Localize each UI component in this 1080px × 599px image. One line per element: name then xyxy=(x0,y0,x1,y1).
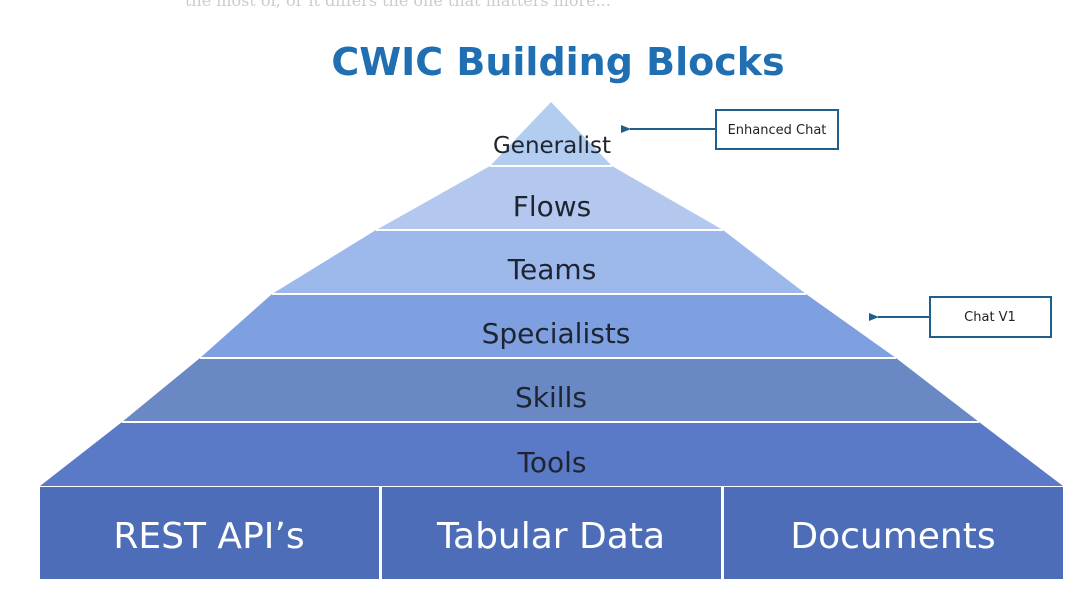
header-fragment: the most of, or it differs the one that … xyxy=(185,0,611,10)
foundation-label-documents: Documents xyxy=(790,516,995,557)
callout-box-chat-v1 xyxy=(929,296,1052,338)
layer-separators xyxy=(122,165,979,423)
callout-enhanced-chat: Enhanced Chat xyxy=(621,109,839,150)
layer-label-flows: Flows xyxy=(513,190,592,223)
layer-label-skills: Skills xyxy=(515,381,587,414)
layer-tools xyxy=(40,422,1063,486)
layer-label-generalist: Generalist xyxy=(493,133,611,159)
foundation-block-tabular-data xyxy=(382,487,721,579)
layer-flows xyxy=(376,166,723,230)
layer-skills xyxy=(122,358,979,422)
pyramid: Generalist Flows Teams Specialists Skill… xyxy=(40,102,1063,486)
callout-chat-v1: Chat V1 xyxy=(869,296,1052,338)
foundation-label-tabular-data: Tabular Data xyxy=(436,516,665,557)
layer-specialists xyxy=(200,294,896,358)
callout-label-chat-v1: Chat V1 xyxy=(964,310,1016,325)
foundation-label-rest-apis: REST API’s xyxy=(113,516,304,557)
foundation-block-documents xyxy=(724,487,1063,579)
foundation-block-rest-apis xyxy=(40,487,379,579)
foundation: REST API’s Tabular Data Documents xyxy=(40,487,1063,579)
layer-label-teams: Teams xyxy=(507,253,597,286)
diagram-title: CWIC Building Blocks xyxy=(331,40,784,84)
callout-label-enhanced-chat: Enhanced Chat xyxy=(728,123,827,138)
layer-label-specialists: Specialists xyxy=(482,317,631,350)
layer-generalist xyxy=(490,102,612,166)
layer-label-tools: Tools xyxy=(517,446,587,479)
layer-teams xyxy=(272,230,806,294)
